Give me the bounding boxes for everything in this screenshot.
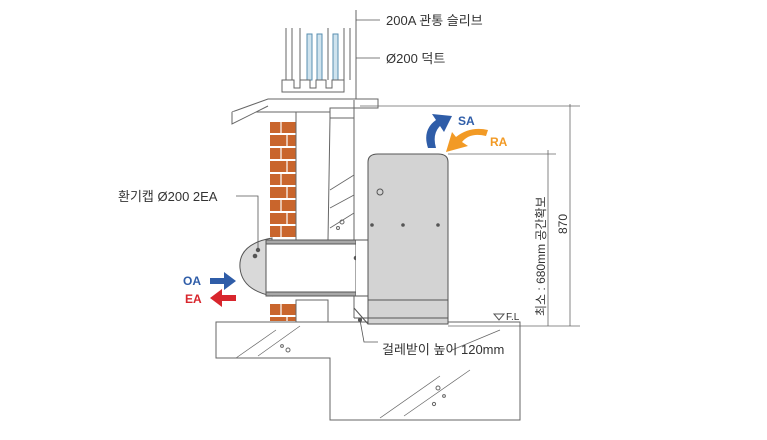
label-sa: SA (458, 114, 475, 128)
ventilation-unit (357, 153, 449, 325)
label-fl: F.L (506, 312, 520, 323)
brick (270, 122, 296, 133)
brick (270, 304, 296, 315)
brick (270, 135, 296, 146)
wall-duct (265, 239, 363, 297)
brick (270, 226, 296, 237)
oa-arrow (210, 272, 236, 290)
label-stand-height: 걸레받이 높이 120mm (382, 342, 504, 357)
sa-arrow (426, 114, 452, 148)
brick (270, 200, 296, 211)
brick (270, 148, 296, 159)
dimension-lines (360, 104, 580, 327)
brick-wall (270, 122, 296, 321)
fl-triangle-icon (492, 313, 506, 321)
unit-collar (353, 239, 369, 325)
ea-arrow (210, 289, 236, 307)
brick (270, 174, 296, 185)
label-sleeve: 200A 관통 슬리브 (386, 13, 483, 28)
label-ea: EA (185, 292, 202, 306)
leader-lines (236, 19, 380, 343)
label-ra: RA (490, 135, 508, 149)
window-sill (231, 98, 379, 125)
brick (270, 213, 296, 224)
ra-arrow (446, 128, 488, 152)
window-frame (281, 10, 357, 100)
label-height-870: 870 (556, 214, 570, 234)
label-oa: OA (183, 274, 201, 288)
brick (270, 161, 296, 172)
label-duct: Ø200 덕트 (386, 51, 445, 66)
floor-slab (215, 321, 521, 421)
vent-cap (239, 237, 273, 297)
label-min-space: 최소 : 680mm 공간확보 (534, 196, 548, 316)
label-vent-cap: 환기캡 Ø200 2EA (118, 189, 218, 204)
brick (270, 317, 296, 321)
brick (270, 187, 296, 198)
